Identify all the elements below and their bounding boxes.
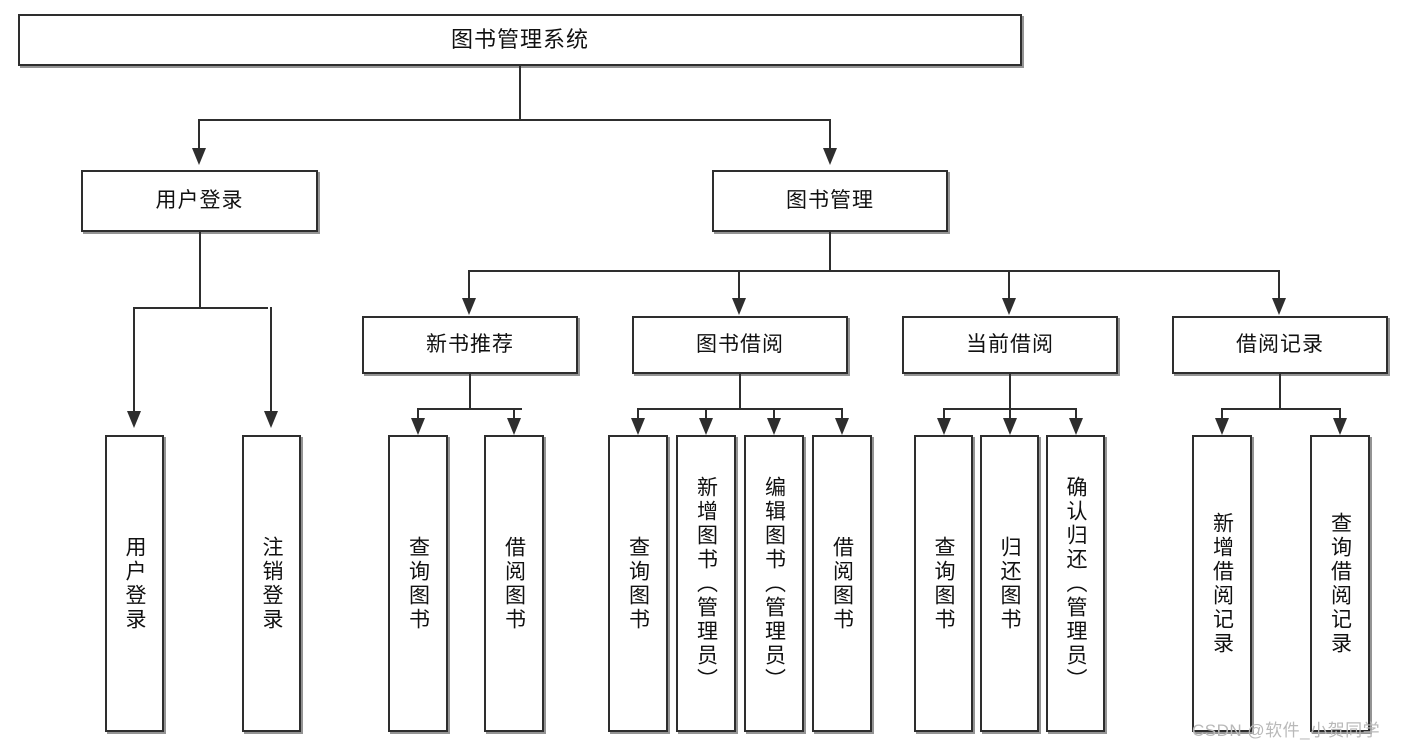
connector-drop-leaf-edit-book <box>773 408 775 420</box>
arrow-to-leaf-query-book-2 <box>631 418 645 435</box>
arrow-to-leaf-add-book <box>699 418 713 435</box>
node-current-borrow-label: 当前借阅 <box>966 332 1054 356</box>
connector-drop-leaf-query-book-3 <box>943 408 945 420</box>
arrow-to-user-login <box>192 148 206 165</box>
connector-drop-leaf-query-record <box>1339 408 1341 420</box>
node-new-book-recommend[interactable]: 新书推荐 <box>362 316 578 374</box>
connector-drop-leaf-return-book <box>1009 408 1011 420</box>
arrow-to-current-borrow <box>1002 298 1016 315</box>
connector-drop-leaf-add-book <box>705 408 707 420</box>
node-book-borrow-label: 图书借阅 <box>696 332 784 356</box>
connector-root-stem <box>519 66 521 120</box>
node-user-login-label: 用户登录 <box>155 188 244 212</box>
leaf-borrow-book-1[interactable]: 借阅图书 <box>484 435 544 732</box>
arrow-to-book-manage <box>823 148 837 165</box>
node-book-manage-label: 图书管理 <box>786 188 874 212</box>
node-new-book-recommend-label: 新书推荐 <box>426 332 514 356</box>
leaf-query-record[interactable]: 查询借阅记录 <box>1310 435 1370 732</box>
leaf-user-login-label: 用户登录 <box>123 535 146 632</box>
connector-level2-bus <box>198 119 831 121</box>
arrow-to-leaf-query-book-1 <box>411 418 425 435</box>
leaf-query-book-1[interactable]: 查询图书 <box>388 435 448 732</box>
leaf-query-book-2[interactable]: 查询图书 <box>608 435 668 732</box>
leaf-add-book-label: 新增图书（管理员） <box>694 475 718 692</box>
arrow-to-leaf-confirm-return <box>1069 418 1083 435</box>
node-root-label: 图书管理系统 <box>450 27 589 53</box>
leaf-user-logout-label: 注销登录 <box>260 535 283 632</box>
leaf-edit-book[interactable]: 编辑图书（管理员） <box>744 435 804 732</box>
connector-drop-leaf-query-book-2 <box>637 408 639 420</box>
connector-drop-leaf-user-logout <box>270 307 272 412</box>
arrow-to-leaf-edit-book <box>767 418 781 435</box>
leaf-query-book-2-label: 查询图书 <box>626 535 650 632</box>
connector-drop-leaf-add-record <box>1221 408 1223 420</box>
leaf-return-book-label: 归还图书 <box>998 535 1021 632</box>
leaf-borrow-book-2[interactable]: 借阅图书 <box>812 435 872 732</box>
node-borrow-record-label: 借阅记录 <box>1236 332 1324 356</box>
leaf-query-book-1-label: 查询图书 <box>406 535 430 632</box>
csdn-watermark: CSDN @软件_小贺同学 <box>1192 721 1381 740</box>
leaf-borrow-book-1-label: 借阅图书 <box>502 535 526 632</box>
connector-drop-borrow-record <box>1278 270 1280 299</box>
leaf-user-login[interactable]: 用户登录 <box>105 435 164 732</box>
leaf-confirm-return-label: 确认归还（管理员） <box>1064 475 1087 692</box>
connector-drop-leaf-borrow-book-2 <box>841 408 843 420</box>
connector-new-book-recommend-stem <box>469 374 471 409</box>
arrow-to-leaf-add-record <box>1215 418 1229 435</box>
leaf-add-record[interactable]: 新增借阅记录 <box>1192 435 1252 732</box>
arrow-to-borrow-record <box>1272 298 1286 315</box>
leaf-return-book[interactable]: 归还图书 <box>980 435 1039 732</box>
connector-book-borrow-stem <box>739 374 741 409</box>
connector-drop-leaf-user-login <box>133 307 135 412</box>
connector-level2-drop-book-manage <box>829 119 831 149</box>
arrow-to-leaf-query-book-3 <box>937 418 951 435</box>
connector-drop-current-borrow <box>1008 270 1010 299</box>
connector-user-login-bus <box>133 307 268 309</box>
connector-borrow-record-stem <box>1279 374 1281 409</box>
leaf-query-record-label: 查询借阅记录 <box>1328 511 1352 656</box>
leaf-borrow-book-2-label: 借阅图书 <box>830 535 854 632</box>
connector-drop-leaf-confirm-return <box>1075 408 1077 420</box>
connector-level2-drop-user-login <box>198 119 200 149</box>
arrow-to-leaf-query-record <box>1333 418 1347 435</box>
arrow-to-book-borrow <box>732 298 746 315</box>
node-current-borrow[interactable]: 当前借阅 <box>902 316 1118 374</box>
connector-borrow-record-bus <box>1221 408 1340 410</box>
leaf-query-book-3[interactable]: 查询图书 <box>914 435 973 732</box>
arrow-to-new-book-recommend <box>462 298 476 315</box>
leaf-edit-book-label: 编辑图书（管理员） <box>762 475 786 692</box>
connector-new-book-recommend-bus <box>417 408 522 410</box>
leaf-add-book[interactable]: 新增图书（管理员） <box>676 435 736 732</box>
node-user-login[interactable]: 用户登录 <box>81 170 318 232</box>
arrow-to-leaf-user-login <box>127 411 141 428</box>
node-borrow-record[interactable]: 借阅记录 <box>1172 316 1388 374</box>
leaf-confirm-return[interactable]: 确认归还（管理员） <box>1046 435 1105 732</box>
arrow-to-leaf-borrow-book-1 <box>507 418 521 435</box>
arrow-to-leaf-return-book <box>1003 418 1017 435</box>
node-book-manage[interactable]: 图书管理 <box>712 170 948 232</box>
connector-drop-leaf-borrow-book-1 <box>513 408 515 420</box>
connector-current-borrow-stem <box>1009 374 1011 409</box>
leaf-query-book-3-label: 查询图书 <box>932 535 955 632</box>
node-root-system[interactable]: 图书管理系统 <box>18 14 1022 66</box>
connector-drop-new-book-recommend <box>468 270 470 299</box>
arrow-to-leaf-borrow-book-2 <box>835 418 849 435</box>
arrow-to-leaf-user-logout <box>264 411 278 428</box>
leaf-user-logout[interactable]: 注销登录 <box>242 435 301 732</box>
connector-drop-leaf-query-book-1 <box>417 408 419 420</box>
node-book-borrow[interactable]: 图书借阅 <box>632 316 848 374</box>
connector-level3-bus <box>468 270 1280 272</box>
connector-drop-book-borrow <box>738 270 740 299</box>
connector-book-borrow-bus <box>637 408 843 410</box>
connector-user-login-stem <box>199 232 201 308</box>
leaf-add-record-label: 新增借阅记录 <box>1210 511 1234 656</box>
connector-book-manage-stem <box>829 232 831 271</box>
